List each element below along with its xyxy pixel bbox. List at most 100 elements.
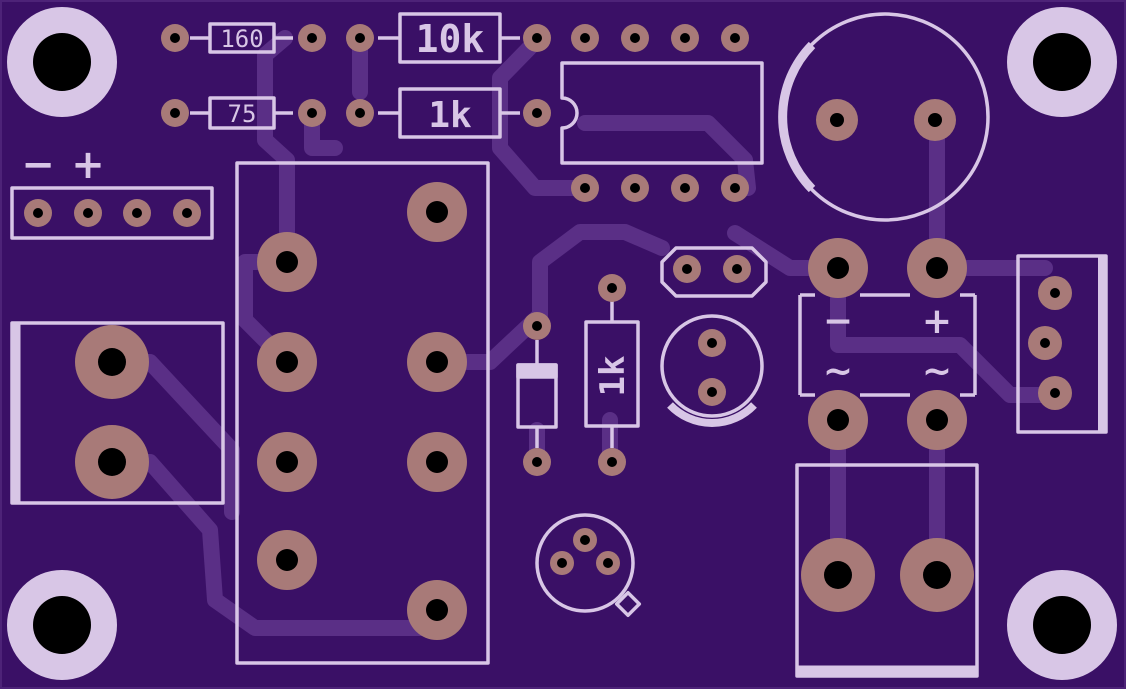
- mounting-holes: [7, 7, 1117, 680]
- pad-resistor-160-2-hole: [307, 33, 317, 43]
- pad-capacitor-small-1-hole: [707, 338, 717, 348]
- pad-bridge-ac-left: [808, 390, 868, 450]
- relay-outline: [235, 161, 490, 665]
- pad-capacitor-large-2: [914, 99, 956, 141]
- pad-jumper-1: [673, 255, 701, 283]
- pad-terminal-right-2-hole: [923, 561, 951, 589]
- pad-relay-hole: [426, 201, 448, 223]
- pad-ic-pin: [621, 174, 649, 202]
- pad-relay: [407, 332, 467, 392]
- pad-relay: [257, 432, 317, 492]
- resistor-1k-vertical-outline: [584, 300, 640, 448]
- pad-resistor-1k-vertical-1: [598, 274, 626, 302]
- pad-header-4pin-hole: [182, 208, 192, 218]
- pad-diode-1-hole: [532, 321, 542, 331]
- pad-resistor-1k-2: [523, 99, 551, 127]
- silkscreen: [10, 12, 1108, 678]
- capacitor-large-polarity-arc: [778, 41, 816, 193]
- pad-bridge-minus: [808, 238, 868, 298]
- pad-bridge-ac-right-hole: [926, 409, 948, 431]
- pad-resistor-1k-1: [346, 99, 374, 127]
- pad-bridge-plus-hole: [926, 257, 948, 279]
- pad-resistor-75-2-hole: [307, 108, 317, 118]
- pad-transistor-hole: [557, 558, 567, 568]
- pad-jumper-2-hole: [732, 264, 742, 274]
- pad-top-row-4-hole: [730, 33, 740, 43]
- terminal-block-right-outline: [795, 463, 979, 678]
- pad-terminal-right-1: [801, 538, 875, 612]
- pad-bridge-ac-right: [907, 390, 967, 450]
- pad-header-4pin: [24, 199, 52, 227]
- pad-capacitor-large-1-hole: [830, 113, 844, 127]
- pad-ic-pin: [671, 174, 699, 202]
- pad-bridge-ac-left-hole: [827, 409, 849, 431]
- pad-header-4pin: [123, 199, 151, 227]
- pad-header-4pin: [173, 199, 201, 227]
- resistor-1k-label: 1k: [428, 95, 472, 136]
- pad-top-row-2-hole: [630, 33, 640, 43]
- pad-header-3pin: [1028, 326, 1062, 360]
- pad-resistor-1k-1-hole: [355, 108, 365, 118]
- pad-ic-pin: [571, 174, 599, 202]
- bridge-minus-label: −: [823, 301, 853, 342]
- pad-resistor-10k-1: [346, 24, 374, 52]
- transistor-tab: [614, 590, 642, 618]
- pad-ic-pin-hole: [680, 183, 690, 193]
- pad-diode-1: [523, 312, 551, 340]
- pad-header-3pin-hole: [1050, 388, 1060, 398]
- capacitor-small-outline: [660, 314, 764, 418]
- pad-relay: [407, 580, 467, 640]
- resistor-160-label: 160: [220, 25, 263, 53]
- pad-terminal-left-2: [75, 425, 149, 499]
- pad-resistor-1k-vertical-1-hole: [607, 283, 617, 293]
- pad-bridge-minus-hole: [827, 257, 849, 279]
- pad-diode-2-hole: [532, 457, 542, 467]
- resistor-10k-outline: [378, 12, 520, 64]
- pad-transistor-hole: [580, 535, 590, 545]
- pad-diode-2: [523, 448, 551, 476]
- pad-header-3pin-hole: [1040, 338, 1050, 348]
- pad-ic-pin-hole: [630, 183, 640, 193]
- resistor-1k-outline: [378, 87, 520, 139]
- pad-top-row-4: [721, 24, 749, 52]
- pad-resistor-1k-2-hole: [532, 108, 542, 118]
- pad-ic-pin-hole: [730, 183, 740, 193]
- pad-transistor: [550, 551, 574, 575]
- mounting-hole-top-right: [1007, 7, 1117, 117]
- pad-resistor-10k-2: [523, 24, 551, 52]
- pad-relay: [257, 232, 317, 292]
- pad-terminal-right-2: [900, 538, 974, 612]
- pad-relay: [407, 182, 467, 242]
- jumper-2pin-outline: [660, 246, 768, 298]
- pad-relay: [407, 432, 467, 492]
- mounting-hole-bottom-left: [7, 570, 117, 680]
- pad-relay-hole: [276, 351, 298, 373]
- pad-resistor-160-1: [161, 24, 189, 52]
- diode-cathode-band: [516, 363, 558, 379]
- header-plus-label: +: [71, 142, 105, 188]
- pad-ic-pin-hole: [580, 183, 590, 193]
- pad-top-row-3: [671, 24, 699, 52]
- pad-terminal-left-1-hole: [98, 348, 126, 376]
- pad-resistor-1k-vertical-2: [598, 448, 626, 476]
- pad-header-3pin-hole: [1050, 288, 1060, 298]
- pad-capacitor-large-1: [816, 99, 858, 141]
- pad-terminal-left-2-hole: [98, 448, 126, 476]
- copper-pads: [24, 24, 1072, 640]
- pad-top-row-1-hole: [580, 33, 590, 43]
- pad-relay-hole: [426, 451, 448, 473]
- resistor-75-outline: [190, 96, 293, 130]
- resistor-75-label: 75: [228, 100, 257, 128]
- pad-resistor-10k-1-hole: [355, 33, 365, 43]
- pad-terminal-right-1-hole: [824, 561, 852, 589]
- pad-header-4pin-hole: [132, 208, 142, 218]
- pad-jumper-1-hole: [682, 264, 692, 274]
- bridge-ac-right-label: ~: [922, 351, 952, 392]
- pad-resistor-75-2: [298, 99, 326, 127]
- pad-capacitor-small-2: [698, 378, 726, 406]
- pad-relay-hole: [426, 351, 448, 373]
- pad-relay-hole: [426, 599, 448, 621]
- resistor-160-outline: [190, 22, 293, 54]
- pad-resistor-75-1-hole: [170, 108, 180, 118]
